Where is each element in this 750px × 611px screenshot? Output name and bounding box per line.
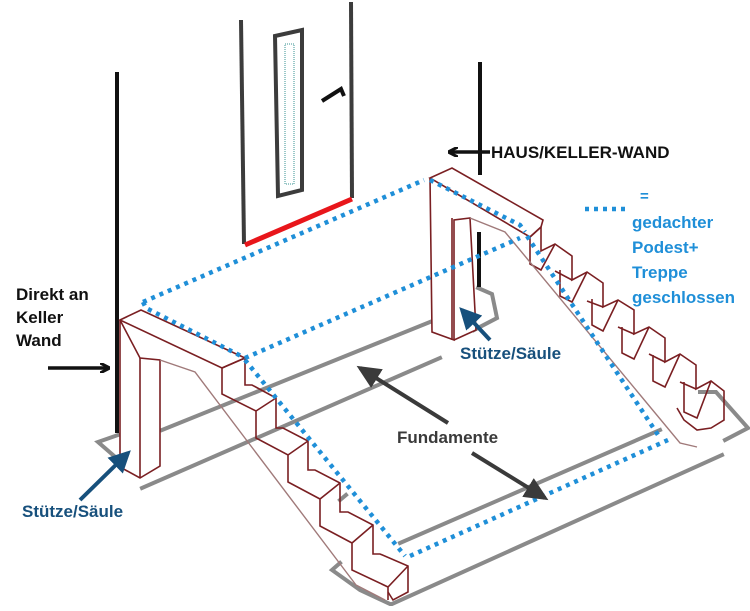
column-left-label: Stütze/Säule (22, 502, 124, 521)
direct-wall-label-line3: Wand (16, 331, 62, 350)
dotted-right-diagonal (525, 234, 662, 440)
foundation-bottom-strip (389, 452, 725, 607)
dotted-left-diagonal (243, 358, 407, 558)
legend-text-line3: Treppe (632, 263, 688, 282)
foundation-lower-stair-left (328, 560, 393, 607)
legend-text-line2: Podest+ (632, 238, 699, 257)
annotation-arrows (48, 152, 549, 502)
foundation-middle-strip-b (337, 492, 349, 503)
left-stair-steps (221, 356, 409, 602)
foundation-front-strip (139, 355, 443, 491)
dotted-left-top-edge (140, 300, 247, 361)
column-left-arrow (78, 450, 131, 502)
door-frame-right (349, 1, 354, 199)
direct-wall-label-line1: Direkt an (16, 285, 89, 304)
legend-equals-label: = (640, 188, 649, 205)
legend-text-line4: geschlossen (632, 288, 735, 307)
direct-wall-label: Direkt an Keller Wand (16, 283, 89, 352)
dotted-bottom-edge (409, 437, 669, 559)
wall-lines (115, 62, 482, 433)
wall-label: HAUS/KELLER-WAND (491, 143, 670, 162)
right-landing-top (428, 167, 544, 238)
left-stair-treads (221, 368, 409, 600)
column-right-label: Stütze/Säule (460, 344, 562, 363)
foundation-lower-stair-right (698, 390, 750, 443)
legend-text: gedachter Podest+ Treppe geschlossen (632, 210, 735, 310)
door-frame-left (239, 19, 246, 245)
foundation-arrow-up (356, 365, 450, 425)
dotted-closure-outline (140, 177, 669, 559)
dotted-rear-edge (142, 177, 425, 305)
column-right-arrow (459, 307, 492, 342)
foundation-rear-strip (159, 319, 433, 433)
left-stair-stringer (159, 359, 386, 601)
direct-wall-label-line2: Keller (16, 308, 64, 327)
door-threshold (244, 196, 353, 248)
foundations-label: Fundamente (397, 428, 499, 447)
door (239, 1, 354, 248)
dotted-top-right-edge (428, 177, 527, 234)
legend-text-line1: gedachter (632, 213, 714, 232)
door-window-glass (284, 43, 295, 185)
foundation-right-column (471, 285, 500, 333)
left-stair (118, 309, 409, 602)
door-window-frame (272, 27, 304, 199)
foundation-arrow-down (470, 451, 549, 501)
door-handle-icon (320, 86, 346, 103)
